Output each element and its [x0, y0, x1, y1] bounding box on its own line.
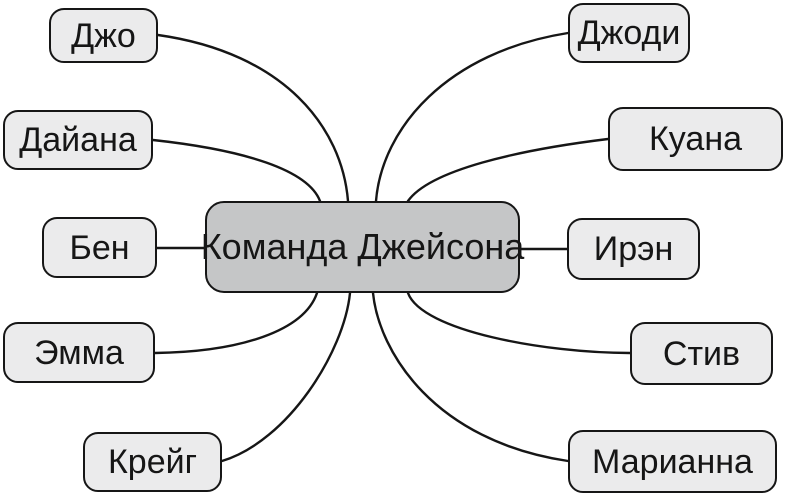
node-kuana[interactable]: Куана: [608, 107, 783, 171]
node-label: Эмма: [34, 333, 124, 372]
node-label: Ирэн: [593, 230, 674, 268]
node-team-center[interactable]: Команда Джейсона: [201, 201, 524, 293]
node-label: Марианна: [592, 442, 753, 481]
connector-kuana: [406, 137, 610, 203]
connector-steve: [406, 291, 632, 355]
node-marianna[interactable]: Марианна: [568, 430, 777, 493]
connector-diana: [151, 138, 322, 203]
node-label: Крейг: [107, 443, 198, 481]
connector-emma: [153, 291, 319, 355]
node-label: Джо: [71, 16, 136, 55]
node-label: Стив: [662, 334, 741, 373]
connector-joe: [156, 33, 350, 203]
node-label: Куана: [648, 120, 743, 158]
connector-jodie: [374, 31, 570, 203]
node-joe[interactable]: Джо: [49, 8, 158, 63]
node-emma[interactable]: Эмма: [3, 322, 155, 383]
node-diana[interactable]: Дайана: [3, 110, 153, 170]
node-ben[interactable]: Бен: [42, 217, 157, 278]
node-steve[interactable]: Стив: [630, 322, 773, 385]
connector-marianna: [371, 291, 570, 463]
node-label: Бен: [69, 228, 130, 267]
node-jodie[interactable]: Джоди: [568, 3, 690, 63]
connector-craig: [220, 291, 352, 463]
node-craig[interactable]: Крейг: [83, 432, 222, 492]
center-node-label: Команда Джейсона: [200, 226, 525, 267]
node-label: Дайана: [19, 121, 137, 159]
node-label: Джоди: [577, 14, 681, 52]
node-irene[interactable]: Ирэн: [567, 218, 700, 280]
